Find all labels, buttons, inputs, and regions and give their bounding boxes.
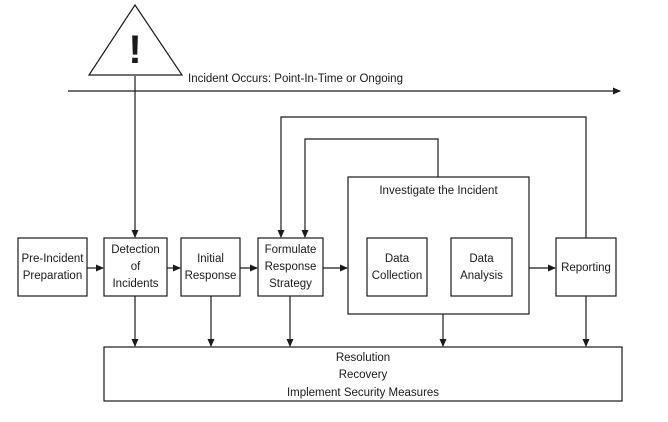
- investigate-title: Investigate the Incident: [379, 185, 498, 197]
- detection-label-line3: Incidents: [112, 278, 158, 290]
- data-collection-box: Data Collection: [366, 237, 428, 297]
- initial-response-label-line2: Response: [185, 270, 237, 282]
- formulate-label-line2: Response: [265, 261, 317, 273]
- timeline-label: Incident Occurs: Point-In-Time or Ongoin…: [188, 73, 403, 85]
- reporting-feedback-loop-arrow: [277, 116, 587, 238]
- data-collection-label-line2: Collection: [372, 270, 423, 282]
- reporting-label: Reporting: [561, 262, 611, 274]
- warning-exclamation: !: [128, 28, 141, 72]
- data-analysis-label-line1: Data: [469, 253, 494, 265]
- pre-incident-preparation-box: Pre-Incident Preparation: [17, 237, 88, 297]
- resolution-label: Resolution: [336, 352, 390, 364]
- data-analysis-label-line2: Analysis: [460, 270, 503, 282]
- investigate-feedback-loop-arrow: [301, 138, 439, 238]
- security-measures-label: Implement Security Measures: [287, 387, 439, 399]
- detection-label-line1: Detection: [111, 244, 160, 256]
- detection-of-incidents-box: Detection of Incidents: [103, 237, 168, 297]
- pre-incident-label-line2: Preparation: [23, 270, 82, 282]
- warning-triangle-icon: !: [87, 3, 184, 76]
- resolution-box: Resolution Recovery Implement Security M…: [103, 346, 623, 402]
- pre-incident-label-line1: Pre-Incident: [21, 253, 84, 265]
- detection-label-line2: of: [131, 261, 141, 273]
- formulate-label-line3: Strategy: [269, 278, 312, 290]
- data-collection-label-line1: Data: [385, 253, 410, 265]
- formulate-label-line1: Formulate: [265, 244, 317, 256]
- data-analysis-box: Data Analysis: [450, 237, 513, 297]
- formulate-response-strategy-box: Formulate Response Strategy: [257, 237, 324, 297]
- reporting-box: Reporting: [555, 237, 617, 297]
- recovery-label: Recovery: [339, 369, 388, 381]
- initial-response-label-line1: Initial: [197, 253, 224, 265]
- initial-response-box: Initial Response: [180, 237, 241, 297]
